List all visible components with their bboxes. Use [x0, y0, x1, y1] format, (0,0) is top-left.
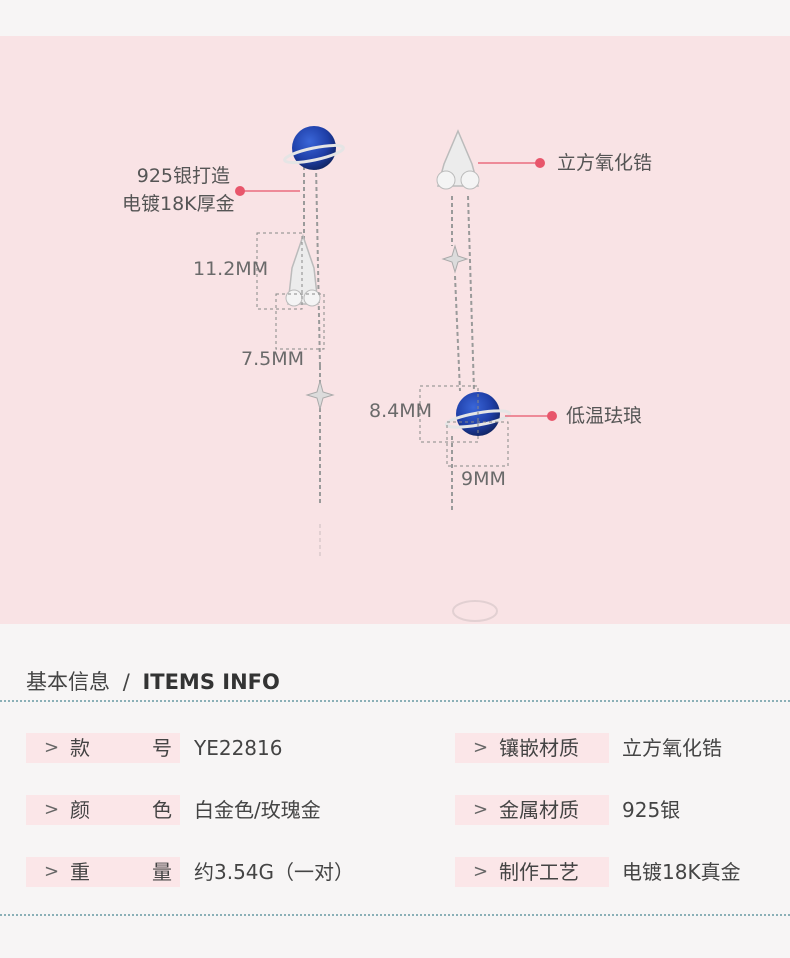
- planet-width-label: 9MM: [461, 468, 506, 490]
- field-label: > 镶嵌材质: [455, 733, 609, 763]
- material-callout-line2: 电镀18K厚金: [122, 193, 235, 215]
- field-label: > 重 量: [26, 857, 180, 887]
- field-value: 电镀18K真金: [622, 860, 741, 884]
- dimension-guides: [256, 232, 509, 467]
- field-value: 约3.54G（一对）: [194, 860, 355, 884]
- product-hero: 925银打造 电镀18K厚金 立方氧化锆 低温珐琅 11.2MM 7.5MM 8…: [0, 36, 790, 624]
- field-label: > 金属材质: [455, 795, 609, 825]
- label-text: 镶嵌材质: [499, 736, 579, 760]
- chevron-right-icon: >: [44, 861, 60, 882]
- material-callout: 925银打造 电镀18K厚金: [122, 162, 235, 218]
- section-heading: 基本信息 / ITEMS INFO: [26, 666, 280, 696]
- material-callout-line1: 925银打造: [136, 165, 230, 187]
- chain: [467, 195, 475, 392]
- planet-height-label: 8.4MM: [369, 400, 433, 422]
- info-row: > 重 量 约3.54G（一对） > 制作工艺 电镀18K真金: [0, 857, 790, 887]
- earrings-illustration: [235, 126, 557, 622]
- field-value: 925银: [622, 798, 681, 822]
- info-row: > 款 号 YE22816 > 镶嵌材质 立方氧化锆: [0, 733, 790, 763]
- heading-separator: /: [122, 670, 130, 694]
- heading-en: ITEMS INFO: [142, 670, 280, 694]
- star-icon: [305, 379, 335, 411]
- chevron-right-icon: >: [44, 799, 60, 820]
- star-icon: [441, 244, 469, 274]
- right-earring: [436, 129, 512, 622]
- chevron-right-icon: >: [473, 799, 489, 820]
- chain: [315, 165, 321, 367]
- callout-lines: [235, 158, 557, 421]
- label-char: 重: [70, 860, 90, 884]
- stone-callout: 立方氧化锆: [557, 152, 653, 174]
- callout-dot: [535, 158, 545, 168]
- field-value: YE22816: [194, 736, 283, 760]
- rocket-width-label: 7.5MM: [241, 348, 305, 370]
- divider: [0, 700, 790, 702]
- info-row: > 颜 色 白金色/玫瑰金 > 金属材质 925银: [0, 795, 790, 825]
- label-text: 金属材质: [499, 798, 579, 822]
- enamel-callout: 低温珐琅: [566, 405, 643, 427]
- field-label: > 款 号: [26, 733, 180, 763]
- items-info-section: 基本信息 / ITEMS INFO > 款 号 YE22816 > 镶嵌材质 立…: [0, 624, 790, 958]
- callout-dot: [547, 411, 557, 421]
- left-earring: [283, 126, 345, 556]
- rocket-icon: [287, 233, 319, 305]
- label-char: 号: [152, 736, 172, 760]
- label-text: 制作工艺: [499, 860, 579, 884]
- callout-dot: [235, 186, 245, 196]
- rocket-height-label: 11.2MM: [193, 258, 269, 280]
- divider: [0, 914, 790, 916]
- field-value: 白金色/玫瑰金: [194, 798, 321, 822]
- field-value: 立方氧化锆: [622, 736, 722, 760]
- chevron-right-icon: >: [44, 737, 60, 758]
- chevron-right-icon: >: [473, 861, 489, 882]
- field-label: > 颜 色: [26, 795, 180, 825]
- heading-cn: 基本信息: [26, 670, 110, 694]
- label-char: 款: [70, 736, 90, 760]
- field-label: > 制作工艺: [455, 857, 609, 887]
- chevron-right-icon: >: [473, 737, 489, 758]
- label-char: 颜: [70, 798, 90, 822]
- label-char: 色: [152, 798, 172, 822]
- chain: [454, 275, 461, 392]
- label-char: 量: [152, 860, 172, 884]
